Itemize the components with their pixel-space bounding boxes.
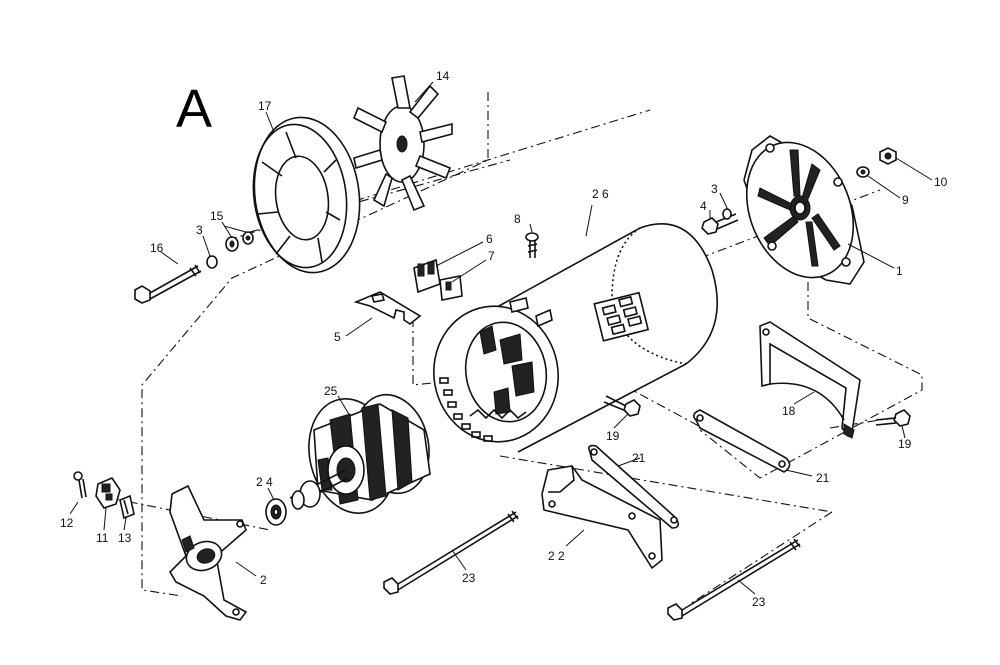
tie-rod-23-b xyxy=(667,538,801,621)
bolt-4 xyxy=(701,208,739,235)
bolt-19-b xyxy=(875,409,911,427)
fan-shroud-ring xyxy=(252,116,361,274)
label-part-26: 2 6 xyxy=(592,187,609,201)
label-part-11: 11 xyxy=(96,531,109,545)
label-part-2: 2 xyxy=(260,573,267,587)
label-part-9: 9 xyxy=(902,193,909,207)
base-plate-22 xyxy=(541,465,663,570)
label-part-7: 7 xyxy=(488,249,495,263)
nut-10 xyxy=(879,147,897,165)
label-part-22: 2 2 xyxy=(548,549,565,563)
view-letter: A xyxy=(176,79,212,139)
mounting-bracket-18 xyxy=(759,321,861,439)
screw-8 xyxy=(525,232,539,258)
label-part-23-left: 23 xyxy=(462,571,476,585)
cooling-fan xyxy=(352,75,453,212)
support-bar-21-b xyxy=(588,444,680,529)
label-part-21-center: 21 xyxy=(632,451,646,465)
front-adapter-2 xyxy=(168,484,248,621)
end-bell xyxy=(743,135,865,285)
label-part-25: 25 xyxy=(324,384,338,398)
terminal-block xyxy=(413,258,463,301)
label-part-8: 8 xyxy=(514,212,521,226)
terminal-bracket xyxy=(353,291,422,325)
support-bar-21-a xyxy=(692,409,791,473)
label-part-17: 17 xyxy=(258,99,272,113)
label-part-19-right: 19 xyxy=(898,437,912,451)
label-part-15: 15 xyxy=(210,209,224,223)
label-part-19-center: 19 xyxy=(606,429,620,443)
label-part-14: 14 xyxy=(436,69,450,83)
label-part-5: 5 xyxy=(334,330,341,344)
through-bolt-16 xyxy=(134,264,202,304)
label-part-21-right: 21 xyxy=(816,471,830,485)
label-part-6: 6 xyxy=(486,232,493,246)
label-part-3-right: 3 xyxy=(711,182,718,196)
stator-open-end xyxy=(433,297,559,443)
leader-lines xyxy=(69,81,933,595)
label-part-16: 16 xyxy=(150,241,164,255)
label-part-13: 13 xyxy=(118,531,132,545)
label-part-1: 1 xyxy=(896,264,903,278)
label-part-12: 12 xyxy=(60,516,74,530)
label-part-4: 4 xyxy=(700,199,707,213)
brush-13 xyxy=(119,494,135,520)
washers-15 xyxy=(206,231,254,269)
brush-holder-11 xyxy=(95,477,121,509)
bearing-24 xyxy=(265,498,287,526)
rotor-25 xyxy=(289,393,431,514)
label-part-24: 2 4 xyxy=(256,475,273,489)
label-part-18: 18 xyxy=(782,404,796,418)
screw-12 xyxy=(73,471,87,499)
tie-rod-23-a xyxy=(383,510,519,595)
label-part-3-left: 3 xyxy=(196,223,203,237)
bolt-19-a xyxy=(603,395,641,417)
label-part-23-right: 23 xyxy=(752,595,766,609)
washer-9 xyxy=(856,166,870,178)
label-part-10: 10 xyxy=(934,175,948,189)
part-number-labels: 14 17 15 3 16 6 7 5 8 2 6 3 4 10 9 1 18 … xyxy=(60,69,948,609)
